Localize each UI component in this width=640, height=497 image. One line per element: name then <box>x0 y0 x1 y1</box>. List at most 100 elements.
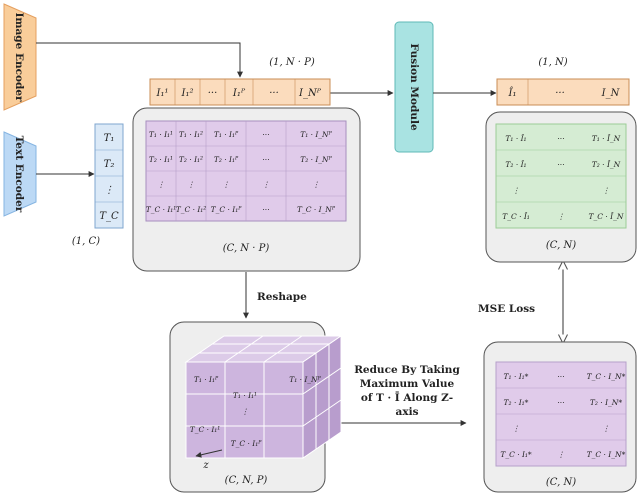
fusion-strip-cell: I_N <box>601 88 621 99</box>
top-strip-bg <box>149 78 331 106</box>
fusion-module-box <box>394 21 434 153</box>
image-encoder-block: Image Encoder <box>3 3 37 111</box>
reduce-label-line2: Maximum Value <box>360 378 455 390</box>
purple_matrix-cell: T₂ · I₁* <box>504 398 529 407</box>
image-token-strip: I₁¹ I₁² ··· I₁ᴾ ··· I_Nᴾ (1, N · P) <box>149 57 331 106</box>
purple_matrix-cell: T_C · I₁* <box>500 450 532 459</box>
mse-loss-label: MSE Loss <box>478 303 535 315</box>
reduce-label-line3: of T · Ī Along Z- <box>361 391 453 404</box>
image-to-strip-arrow <box>36 42 243 78</box>
cube-cell-label: T_C · I₁ᴾ <box>231 439 263 448</box>
cube-dim-label: (C, N, P) <box>225 475 268 486</box>
top-strip-cell: ··· <box>269 88 279 99</box>
green_matrix-cell: ··· <box>557 160 564 169</box>
cube-cell-label: ⋮ <box>241 407 249 416</box>
text-vector-dim-label: (1, C) <box>72 236 100 247</box>
text-vector-cell: T₁ <box>104 133 115 144</box>
purple_matrix-cell: ⋮ <box>512 424 520 433</box>
similarity-matrix-panel: T₁ · I₁¹ T₁ · I₁² T₁ · I₁ᴾ ··· T₁ · I_Nᴾ T₂ ·… <box>132 107 361 272</box>
reshape-label: Reshape <box>257 291 307 303</box>
green_matrix-cell: T_C · Î₁ <box>502 212 530 221</box>
cube-cell-label: T₁ · I₁ᴾ <box>194 375 219 384</box>
image-encoder-trapezoid <box>3 3 37 111</box>
reduce-label-line1: Reduce By Taking <box>354 364 460 376</box>
cube-cell-label: T_C · I₁¹ <box>190 425 221 434</box>
sim-matrix-cell: T₂ · I₁¹ <box>149 155 173 164</box>
green_matrix-cell: ⋮ <box>557 212 565 221</box>
green_matrix-cell: T₂ · Î_N <box>592 160 621 169</box>
green-matrix-dim-label: (C, N) <box>546 240 576 251</box>
sim-matrix-cell: T₁ · I₁¹ <box>149 130 173 139</box>
sim-matrix-cell: T₁ · I₁ᴾ <box>214 130 239 139</box>
sim-matrix-cell: ⋮ <box>187 180 195 189</box>
sim-matrix-cell: ··· <box>262 155 269 164</box>
purple_matrix-cell: ⋮ <box>602 424 610 433</box>
sim-matrix-cell: ⋮ <box>312 180 320 189</box>
text-vector-cell: T₂ <box>104 159 115 170</box>
text-encoder-block: Text Encoder <box>3 131 37 217</box>
cube-grid-line <box>224 335 264 363</box>
cube-grid-line <box>302 367 342 395</box>
text-encoder-trapezoid <box>3 131 37 217</box>
reduce-label: Reduce By Taking Maximum Value of T · Ī … <box>354 364 460 418</box>
sim-matrix-cell: T_C · I₁¹ <box>146 205 177 214</box>
sim-matrix-cell: T₁ · I₁² <box>179 130 203 139</box>
cube-panel: T₁ · I₁ᴾ T₁ · I₁¹ T₁ · I_NᴾT_C · I₁¹ T_C · … <box>169 321 343 493</box>
sim-matrix-dim-label: (C, N · P) <box>223 243 270 254</box>
green_matrix-cell: T₂ · Î₁ <box>505 160 526 169</box>
text-vector-cell: ⋮ <box>104 185 114 196</box>
top-strip-dim-label: (1, N · P) <box>269 57 315 68</box>
text-encoder-label: Text Encoder <box>13 136 25 213</box>
sim-matrix-cell: ⋮ <box>222 180 230 189</box>
image-encoder-label: Image Encoder <box>13 12 25 102</box>
max-reduced-panel: T₁ · I₁* ··· T_C · I_N* T₂ · I₁* ··· T₂ · I_N… <box>483 341 637 493</box>
purple_matrix-cell: ··· <box>557 398 564 407</box>
z-axis-label: z <box>202 460 209 471</box>
sim-matrix-cell: T_C · I₁ᴾ <box>211 205 243 214</box>
sim-matrix-cell: ··· <box>262 205 269 214</box>
green_matrix-cell: ⋮ <box>512 186 520 195</box>
purple_matrix-cell: ⋮ <box>557 450 565 459</box>
top-strip-cell: I_Nᴾ <box>298 88 322 99</box>
purple_matrix-cell: T_C · I_N* <box>587 372 626 381</box>
green_matrix-cell: T₁ · Î_N <box>592 134 621 143</box>
top-strip-cell: I₁¹ <box>156 88 169 99</box>
fusion-strip-cell: ··· <box>555 88 565 99</box>
cube-cell-label: T₁ · I_Nᴾ <box>289 375 321 384</box>
z-axis-arrow <box>195 449 223 458</box>
green_matrix-cell: ⋮ <box>602 186 610 195</box>
cube-grid-line <box>302 399 342 427</box>
cube-grid-line <box>263 335 303 363</box>
sim-matrix-cell: ⋮ <box>157 180 165 189</box>
sim-matrix-cell: T₂ · I_Nᴾ <box>300 155 332 164</box>
fusion-strip-bg <box>496 78 630 106</box>
top-strip-cell: ··· <box>208 88 218 99</box>
sim-matrix-cell: T₁ · I_Nᴾ <box>300 130 332 139</box>
sim-matrix-cell: T₂ · I₁ᴾ <box>214 155 239 164</box>
purple_matrix-cell: ··· <box>557 372 564 381</box>
fusion-output-strip: Î₁ ··· I_N (1, N) <box>496 57 630 106</box>
purple_matrix-cell: T₂ · I_N* <box>590 398 622 407</box>
text-feature-vector: T₁ T₂ ⋮ T_C (1, C) <box>72 123 124 247</box>
top-strip-cell: I₁ᴾ <box>232 88 246 99</box>
sim-matrix-cell: T_C · I_Nᴾ <box>297 205 336 214</box>
fusion-strip-cell: Î₁ <box>508 87 517 99</box>
purple-matrix-dim-label: (C, N) <box>546 477 576 488</box>
fusion-strip-dim-label: (1, N) <box>538 57 567 68</box>
fusion-module-label: Fusion Module <box>408 43 420 131</box>
sim-matrix-cell: ··· <box>262 130 269 139</box>
fused-similarity-panel: T₁ · Î₁···T₁ · Î_NT₂ · Î₁···T₂ · Î_N⋮⋮T_… <box>485 111 637 263</box>
text-vector-cell: T_C <box>99 211 119 222</box>
connectors <box>36 42 497 426</box>
purple_matrix-cell: T₁ · I₁* <box>504 372 529 381</box>
sim-matrix-cell: T_C · I₁² <box>176 205 207 214</box>
sim-matrix-cell: T₂ · I₁² <box>179 155 203 164</box>
reduce-label-line4: axis <box>396 406 419 418</box>
green_matrix-cell: T₁ · Î₁ <box>505 134 526 143</box>
top-strip-cell: I₁² <box>181 88 194 99</box>
sim-matrix-cell: ⋮ <box>262 180 270 189</box>
cube-cell-label: T₁ · I₁¹ <box>233 391 257 400</box>
purple_matrix-cell: T_C · I_N* <box>587 450 626 459</box>
fusion-module-block: Fusion Module <box>394 21 434 153</box>
